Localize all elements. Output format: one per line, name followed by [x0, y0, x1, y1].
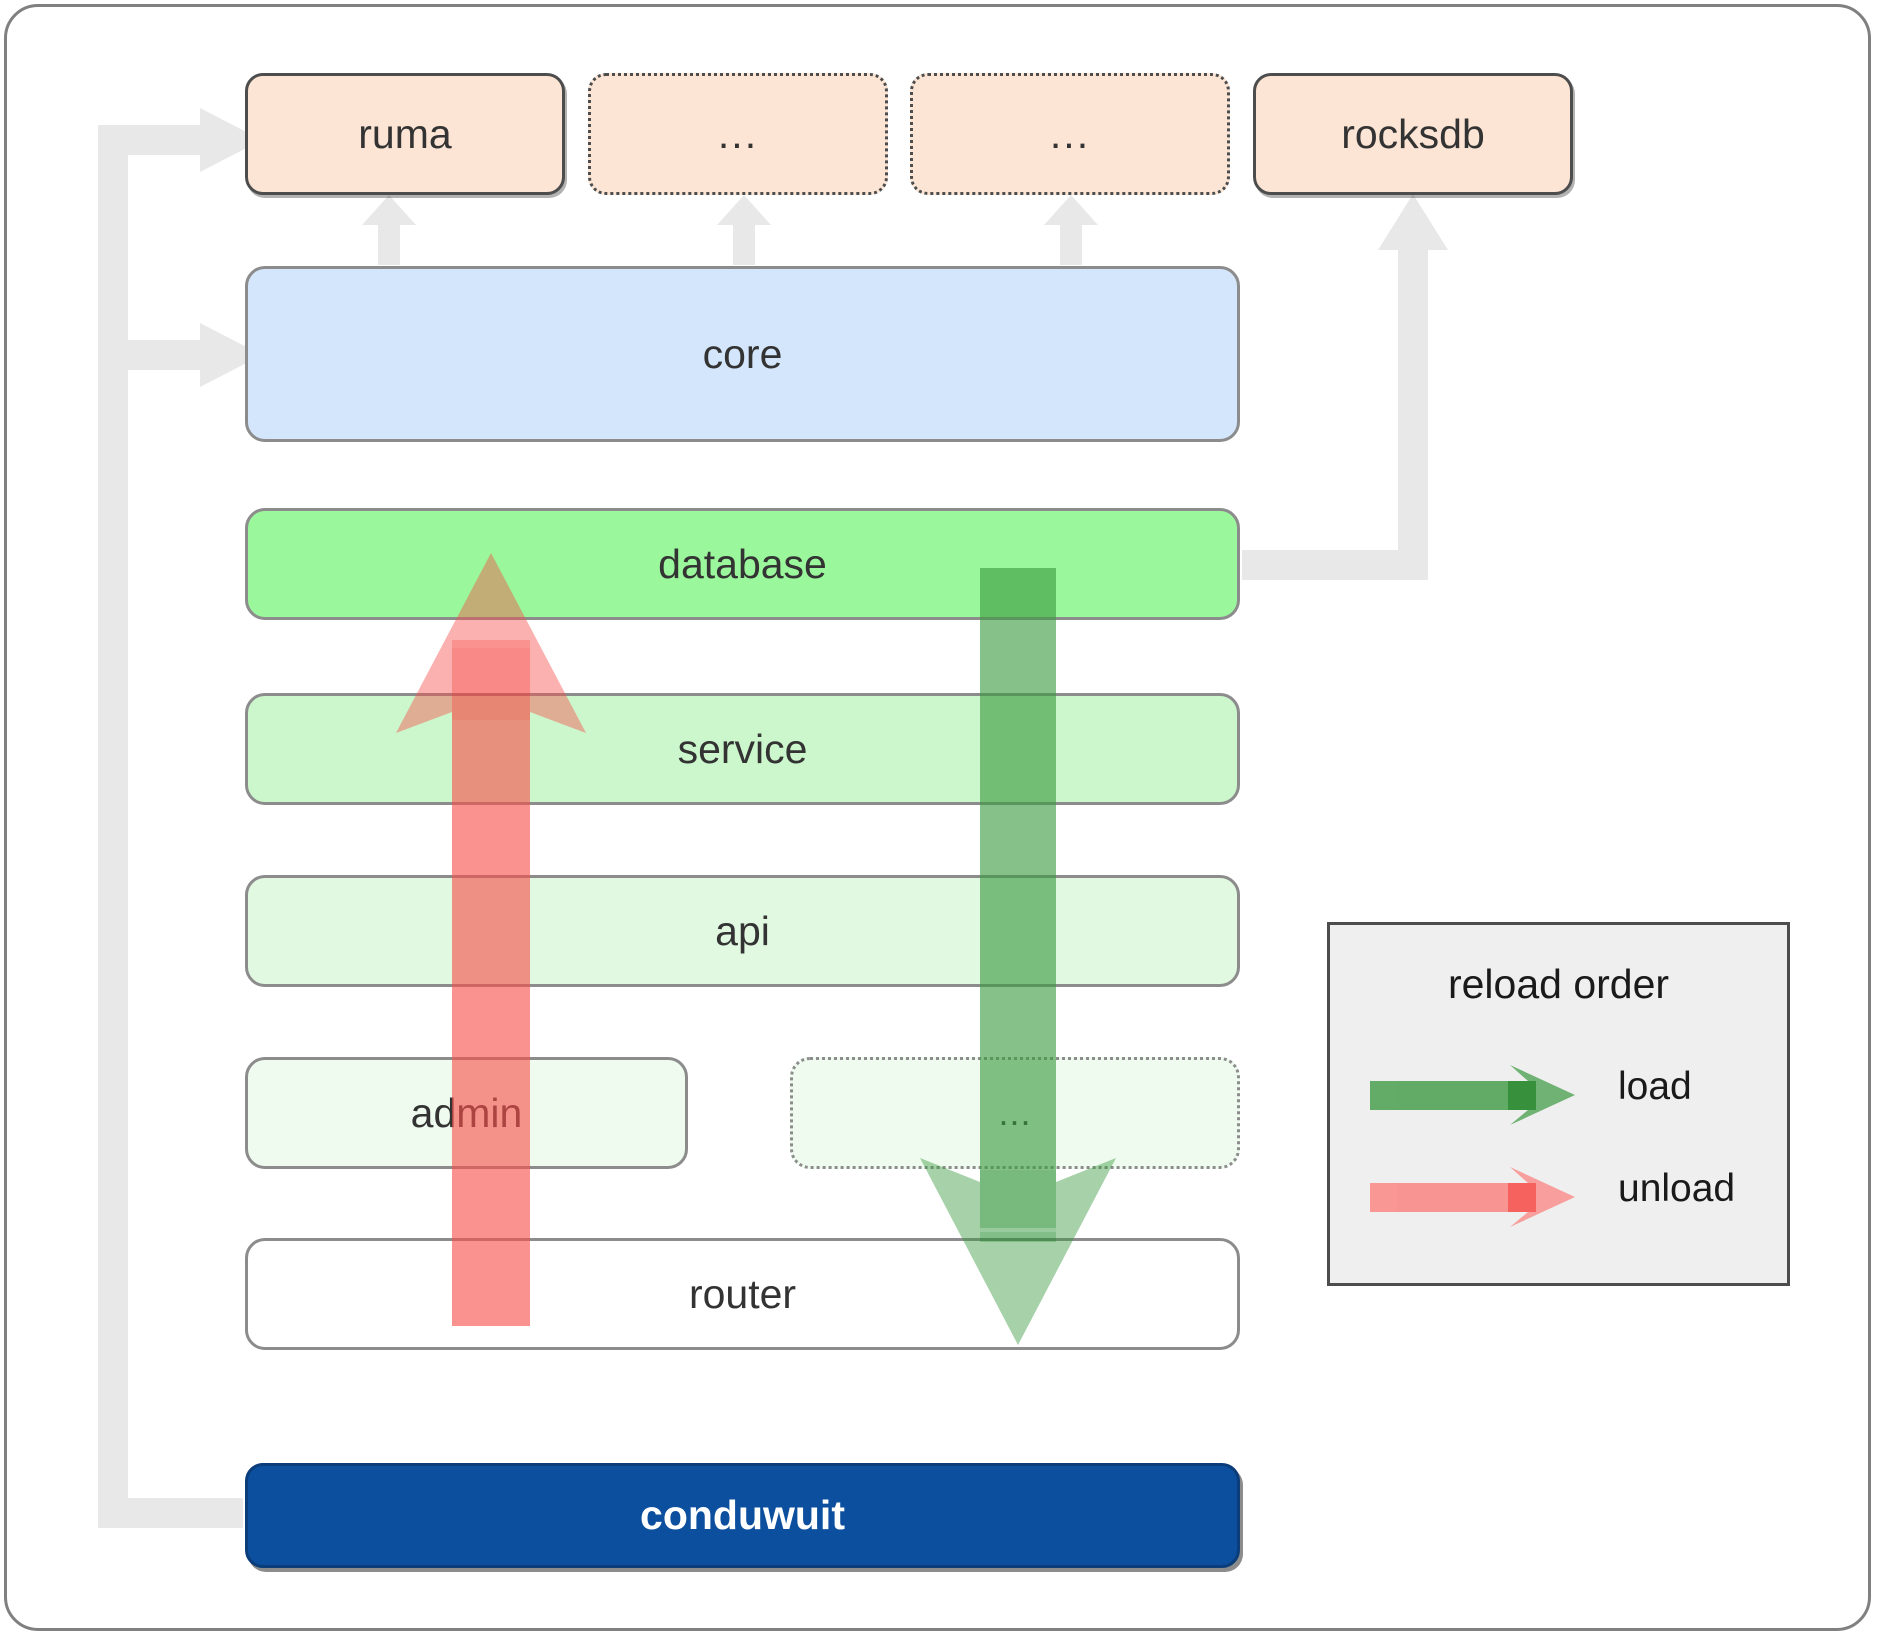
- layer-label-api: api: [715, 907, 770, 954]
- dependency-label-etc-2: ...: [1049, 110, 1091, 157]
- dependency-box-etc-1[interactable]: ...: [588, 73, 888, 195]
- dependency-label-etc-1: ...: [717, 110, 759, 157]
- layer-label-etc: ...: [998, 1092, 1032, 1133]
- layer-box-service[interactable]: service: [245, 693, 1240, 805]
- legend-unload-arrow-icon: [1370, 1167, 1575, 1227]
- application-label-conduwuit: conduwuit: [640, 1492, 845, 1538]
- layer-label-router: router: [688, 1270, 797, 1317]
- layer-box-etc[interactable]: ...: [790, 1057, 1240, 1169]
- legend-load-arrow-icon: [1370, 1065, 1575, 1125]
- layer-box-admin[interactable]: admin: [245, 1057, 688, 1169]
- layer-label-core: core: [702, 330, 783, 377]
- layer-label-database: database: [658, 540, 827, 587]
- legend-title: reload order: [1447, 961, 1670, 1007]
- dependency-label-ruma: ruma: [358, 110, 452, 157]
- layer-box-core[interactable]: core: [245, 266, 1240, 442]
- dependency-box-rocksdb[interactable]: rocksdb: [1253, 73, 1573, 195]
- diagram-frame: [4, 4, 1871, 1631]
- dependency-box-ruma[interactable]: ruma: [245, 73, 565, 195]
- legend-label-unload: unload: [1618, 1167, 1736, 1210]
- legend-row-unload: unload: [1330, 1157, 1787, 1237]
- legend-label-load: load: [1618, 1065, 1692, 1108]
- application-box-conduwuit[interactable]: conduwuit: [245, 1463, 1240, 1568]
- legend-panel: reload order load unload: [1327, 922, 1790, 1286]
- legend-row-load: load: [1330, 1055, 1787, 1135]
- dependency-box-etc-2[interactable]: ...: [910, 73, 1230, 195]
- layer-label-admin: admin: [410, 1089, 523, 1136]
- dependency-label-rocksdb: rocksdb: [1341, 110, 1485, 157]
- layer-box-database[interactable]: database: [245, 508, 1240, 620]
- layer-box-router[interactable]: router: [245, 1238, 1240, 1350]
- layer-box-api[interactable]: api: [245, 875, 1240, 987]
- layer-label-service: service: [677, 725, 808, 772]
